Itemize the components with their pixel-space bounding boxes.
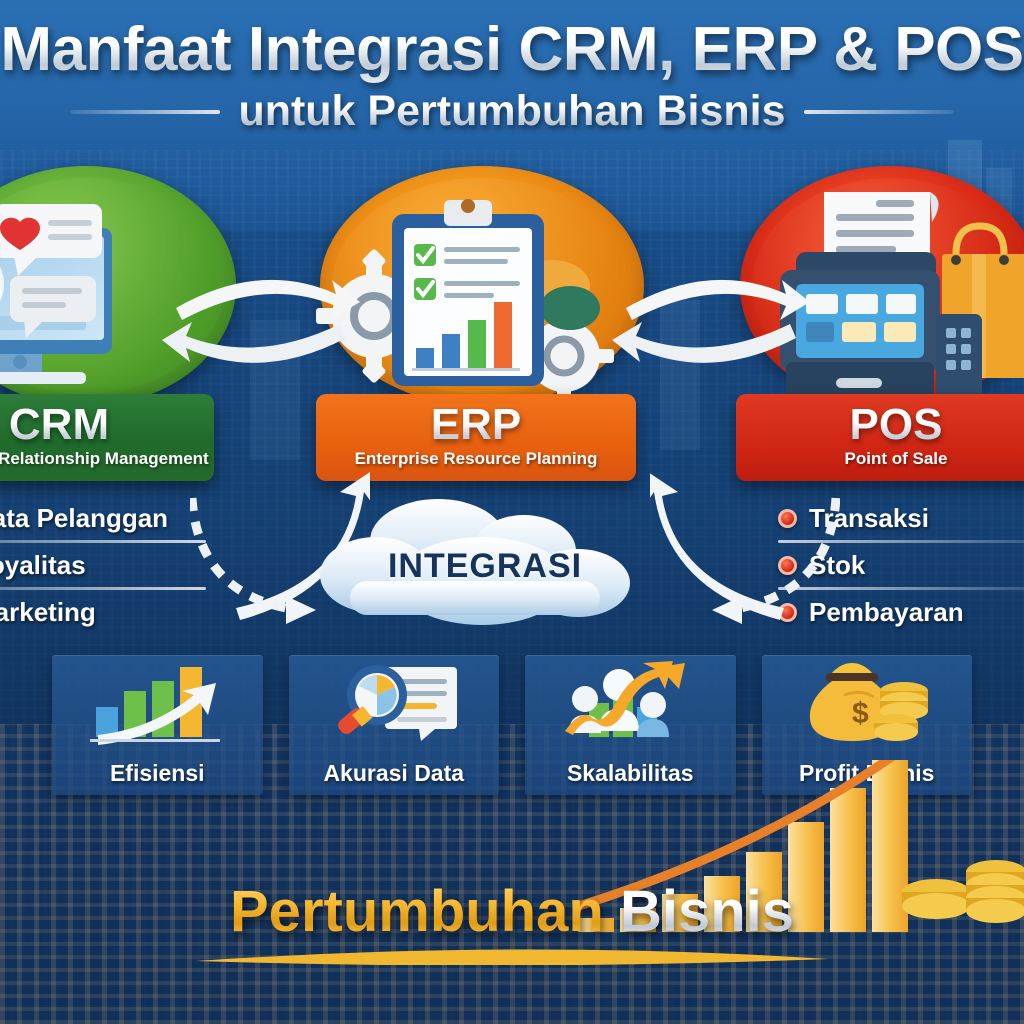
svg-text:$: $	[852, 697, 869, 730]
benefit-label: Efisiensi	[109, 760, 205, 786]
crm-abbr: CRM	[0, 402, 204, 448]
benefit-label: Akurasi Data	[323, 760, 465, 786]
pos-abbr: POS	[746, 402, 1024, 448]
people-growth-icon	[525, 661, 736, 745]
pillar-label-erp[interactable]: ERP Enterprise Resource Planning	[316, 394, 636, 481]
right-cloud-connector-arrows-icon	[650, 473, 840, 624]
title-rule-right	[803, 109, 954, 114]
pillar-label-crm[interactable]: CRM Customer Relationship Management	[0, 394, 214, 481]
growth-bar-chart	[576, 760, 1024, 932]
title-main-line: Manfaat Integrasi CRM, ERP & POS	[0, 15, 1024, 84]
crm-monitor-icon	[0, 204, 112, 384]
page-title: Manfaat Integrasi CRM, ERP & POS untuk P…	[0, 14, 1024, 136]
benefit-card-akurasi-data[interactable]: Akurasi Data	[288, 655, 500, 795]
list-item: Data Pelanggan	[0, 496, 206, 540]
benefit-card-efisiensi[interactable]: Efisiensi	[52, 655, 263, 795]
building-shape	[660, 300, 700, 450]
magnifier-document-icon	[289, 661, 500, 745]
bar-chart-arrow-icon	[52, 661, 263, 745]
bullet-separator	[778, 540, 1024, 543]
bullet-label: Loyalitas	[0, 549, 86, 580]
pos-register-icon	[780, 192, 1024, 410]
erp-abbr: ERP	[326, 402, 626, 448]
erp-clipboard-gears-icon	[316, 199, 614, 406]
cloud-icon	[320, 499, 630, 625]
pos-bullet-list: Transaksi Stok Pembayaran	[778, 496, 1024, 634]
pillar-label-pos[interactable]: POS Point of Sale	[736, 394, 1024, 481]
crm-full-name: Customer Relationship Management	[0, 448, 209, 468]
bullet-separator	[0, 540, 206, 543]
bullet-separator	[778, 587, 1024, 590]
pos-full-name: Point of Sale	[844, 448, 948, 468]
pillar-erp[interactable]	[312, 166, 652, 476]
bullet-label: Pembayaran	[809, 596, 964, 627]
bullet-label: Marketing	[0, 596, 96, 627]
crm-bullet-list: Data Pelanggan Loyalitas Marketing	[0, 496, 206, 634]
bullet-label: Data Pelanggan	[0, 502, 169, 533]
benefits-row: Efisiensi	[52, 655, 972, 795]
bullet-dot-icon	[778, 555, 797, 575]
title-sub-row: untuk Pertumbuhan Bisnis	[0, 87, 1024, 136]
building-shape	[250, 320, 300, 460]
cloud-label: INTEGRASI	[387, 547, 583, 585]
pillar-crm[interactable]	[0, 166, 236, 476]
pillar-pos[interactable]	[740, 166, 1024, 476]
benefit-label: Skalabilitas	[566, 760, 694, 786]
title-rule-left	[70, 109, 221, 114]
list-item: Marketing	[0, 590, 206, 634]
bullet-dot-icon	[778, 508, 797, 528]
footer-word-gold: Pertumbuhan	[230, 879, 604, 944]
title-sub-line: untuk Pertumbuhan Bisnis	[238, 87, 786, 135]
bullet-separator	[0, 587, 206, 590]
footer-swoosh-underline-icon	[196, 949, 828, 966]
integration-cloud[interactable]: INTEGRASI	[310, 495, 660, 635]
footer-word-silver: Bisnis	[619, 879, 794, 944]
list-item: Loyalitas	[0, 543, 206, 587]
footer-banner: Pertumbuhan Bisnis	[0, 878, 1024, 970]
money-bag-coins-icon: $	[762, 661, 973, 745]
footer-headline: Pertumbuhan Bisnis	[0, 878, 1024, 945]
erp-full-name: Enterprise Resource Planning	[354, 448, 598, 468]
benefit-card-skalabilitas[interactable]: Skalabilitas	[525, 655, 736, 795]
list-item: Pembayaran	[778, 590, 1024, 634]
